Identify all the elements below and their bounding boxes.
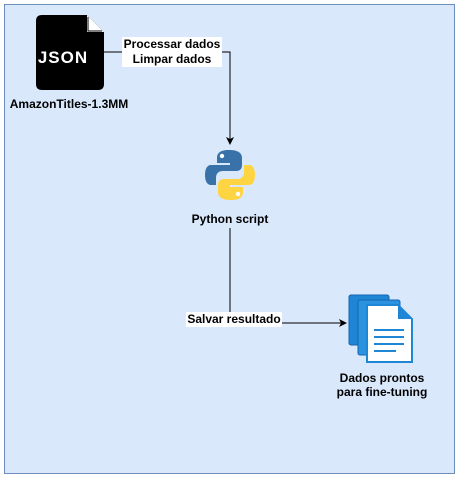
output-docs-label: Dados prontos para fine-tuning — [322, 371, 442, 399]
output-docs-label-line2: para fine-tuning — [336, 385, 428, 399]
edge-label-process: Processar dados Limpar dados — [122, 37, 222, 67]
edge-label-save-text: Salvar resultado — [187, 312, 281, 326]
edge-label-save: Salvar resultado — [186, 312, 282, 327]
python-script-label-text: Python script — [191, 212, 269, 226]
json-file-label: AmazonTitles-1.3MM — [4, 97, 134, 111]
edge-label-process-line2: Limpar dados — [132, 52, 212, 66]
json-file-label-text: AmazonTitles-1.3MM — [9, 97, 129, 111]
output-docs-label-line1: Dados prontos — [339, 371, 425, 385]
edge-label-process-line1: Processar dados — [123, 37, 221, 51]
python-script-label: Python script — [170, 212, 290, 226]
json-icon-text: JSON — [38, 48, 88, 67]
